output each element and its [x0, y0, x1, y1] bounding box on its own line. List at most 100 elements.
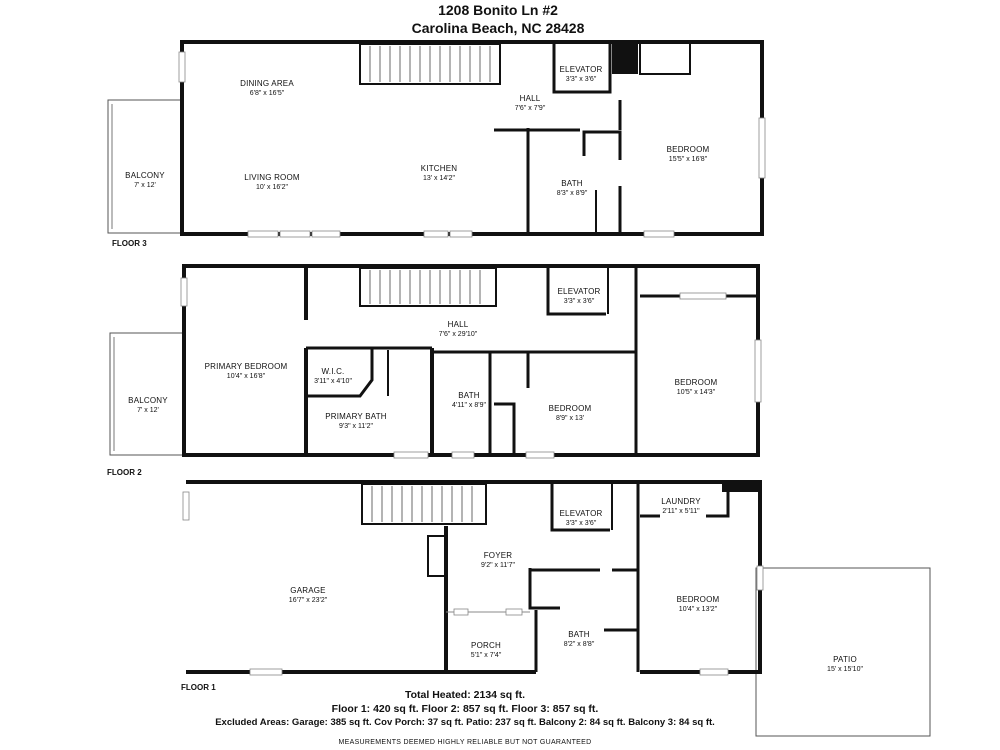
floor-2-label: FLOOR 2	[107, 468, 142, 477]
room-bath: BATH 8'3" x 8'9"	[557, 179, 588, 198]
room-name: KITCHEN	[420, 164, 458, 173]
room-name: HALL	[447, 320, 469, 329]
floor-1-stair-treads	[371, 486, 473, 522]
room-name: ELEVATOR	[559, 509, 603, 518]
room-patio: PATIO 15' x 15'10"	[827, 655, 863, 674]
room-dimensions: 2'11" x 5'11"	[662, 508, 700, 515]
room-dimensions: 10' x 16'2"	[255, 184, 289, 191]
room-bath: BATH 8'2" x 8'8"	[564, 630, 595, 649]
floor-3-elevator-shaft	[612, 44, 638, 74]
room-name: PRIMARY BATH	[325, 412, 387, 421]
room-dimensions: 8'2" x 8'8"	[563, 641, 595, 648]
room-foyer: FOYER 9'2" x 11'7"	[481, 551, 515, 570]
room-name: BALCONY	[125, 171, 165, 180]
room-name: DINING AREA	[240, 79, 294, 88]
room-name: W.I.C.	[321, 367, 345, 376]
room-dimensions: 3'3" x 3'6"	[565, 520, 597, 527]
room-name: FOYER	[483, 551, 513, 560]
room-dimensions: 7' x 12'	[137, 407, 159, 414]
room-elevator: ELEVATOR 3'3" x 3'6"	[560, 65, 603, 84]
room-dimensions: 6'8" x 16'5"	[249, 90, 285, 97]
floor-2-stairs	[359, 267, 497, 307]
floor-1-plan	[182, 480, 931, 737]
room-name: LAUNDRY	[661, 497, 701, 506]
room-name: HALL	[519, 94, 541, 103]
floor-1-elevator-wall	[550, 484, 610, 532]
address-line-1: 1208 Bonito Ln #2	[438, 2, 558, 18]
room-dimensions: 15' x 15'10"	[827, 666, 863, 673]
floor-1-laundry-shaft	[722, 484, 758, 492]
room-dimensions: 10'5" x 14'3"	[676, 389, 716, 396]
room-name: BATH	[568, 630, 590, 639]
floor-2-windows	[180, 277, 762, 459]
room-dimensions: 8'3" x 8'9"	[556, 190, 588, 197]
room-bedroom: BEDROOM 15'5" x 16'8"	[667, 145, 710, 164]
room-dimensions: 10'4" x 13'2"	[678, 606, 718, 613]
room-primary-bath: PRIMARY BATH 9'3" x 11'2"	[325, 412, 387, 431]
room-kitchen: KITCHEN 13' x 14'2"	[421, 164, 458, 183]
room-bedroom: BEDROOM 10'4" x 13'2"	[677, 595, 720, 614]
room-name: BEDROOM	[666, 145, 710, 154]
floor-2-bath-closet	[494, 402, 516, 455]
room-name: BEDROOM	[674, 378, 718, 387]
room-name: BATH	[561, 179, 583, 188]
room-name: LIVING ROOM	[244, 173, 300, 182]
room-dimensions: 5'1" x 7'4"	[470, 652, 502, 659]
room-bath: BATH 4'11" x 8'9"	[452, 391, 486, 410]
floor-1-bath-closet	[528, 568, 560, 610]
floor-1-patio-outline	[755, 567, 931, 737]
room-dimensions: 3'11" x 4'10"	[314, 378, 352, 385]
room-name: PATIO	[833, 655, 857, 664]
room-name: BALCONY	[128, 396, 168, 405]
room-dimensions: 15'5" x 16'8"	[668, 156, 708, 163]
room-name: PORCH	[471, 641, 501, 650]
room-wic: W.I.C. 3'11" x 4'10"	[314, 367, 352, 386]
floor-2-balcony-outline	[109, 332, 185, 456]
floor-2-outer-wall	[182, 264, 760, 457]
excluded-areas: Excluded Areas: Garage: 385 sq ft. Cov P…	[215, 717, 715, 728]
room-bedroom: BEDROOM 8'9" x 13'	[549, 404, 592, 423]
room-name: GARAGE	[290, 586, 326, 595]
room-balcony: BALCONY 7' x 12'	[128, 396, 168, 415]
room-dimensions: 16'7" x 23'2"	[288, 597, 328, 604]
floor-3-balcony-outline	[107, 99, 183, 234]
room-elevator: ELEVATOR 3'3" x 3'6"	[560, 509, 603, 528]
floor-areas: Floor 1: 420 sq ft. Floor 2: 857 sq ft. …	[331, 703, 599, 715]
room-hall: HALL 7'6" x 29'10"	[439, 320, 477, 339]
floor-2-stair-treads	[369, 270, 481, 304]
floor-1-label: FLOOR 1	[181, 683, 216, 692]
floor-1-stairs	[361, 483, 487, 525]
room-dimensions: 7'6" x 29'10"	[438, 331, 478, 338]
disclaimer: MEASUREMENTS DEEMED HIGHLY RELIABLE BUT …	[338, 739, 592, 746]
room-dimensions: 4'11" x 8'9"	[452, 402, 486, 409]
address-line-2: Carolina Beach, NC 28428	[411, 20, 585, 36]
room-dimensions: 10'4" x 16'8"	[226, 373, 266, 380]
floor-1-laundry-bottom	[640, 484, 730, 518]
room-dining-area: DINING AREA 6'8" x 16'5"	[240, 79, 294, 98]
floor-3-plan	[107, 40, 766, 238]
room-bedroom: BEDROOM 10'5" x 14'3"	[675, 378, 718, 397]
floor-1-windows	[182, 491, 764, 676]
floor-1-foyer-notch	[427, 535, 446, 577]
floor-2-wic-wall	[306, 348, 374, 398]
room-primary-bedroom: PRIMARY BEDROOM 10'4" x 16'8"	[205, 362, 288, 381]
total-heated: Total Heated: 2134 sq ft.	[404, 689, 526, 701]
room-elevator: ELEVATOR 3'3" x 3'6"	[558, 287, 601, 306]
room-hall: HALL 7'6" x 7'9"	[515, 94, 546, 113]
floor-3-stairs	[359, 43, 501, 85]
room-name: PRIMARY BEDROOM	[204, 362, 288, 371]
room-dimensions: 3'3" x 3'6"	[563, 298, 595, 305]
floor-3-stair-treads	[369, 46, 491, 82]
room-dimensions: 13' x 14'2"	[422, 175, 456, 182]
room-name: ELEVATOR	[559, 65, 603, 74]
floor-2-plan	[109, 264, 762, 459]
room-laundry: LAUNDRY 2'11" x 5'11"	[661, 497, 701, 516]
room-dimensions: 7' x 12'	[134, 182, 156, 189]
floor-3-closet	[639, 44, 691, 75]
room-name: BEDROOM	[548, 404, 592, 413]
room-name: BEDROOM	[676, 595, 720, 604]
room-living-room: LIVING ROOM 10' x 16'2"	[244, 173, 300, 192]
room-dimensions: 9'2" x 11'7"	[481, 562, 515, 569]
room-dimensions: 7'6" x 7'9"	[514, 105, 546, 112]
